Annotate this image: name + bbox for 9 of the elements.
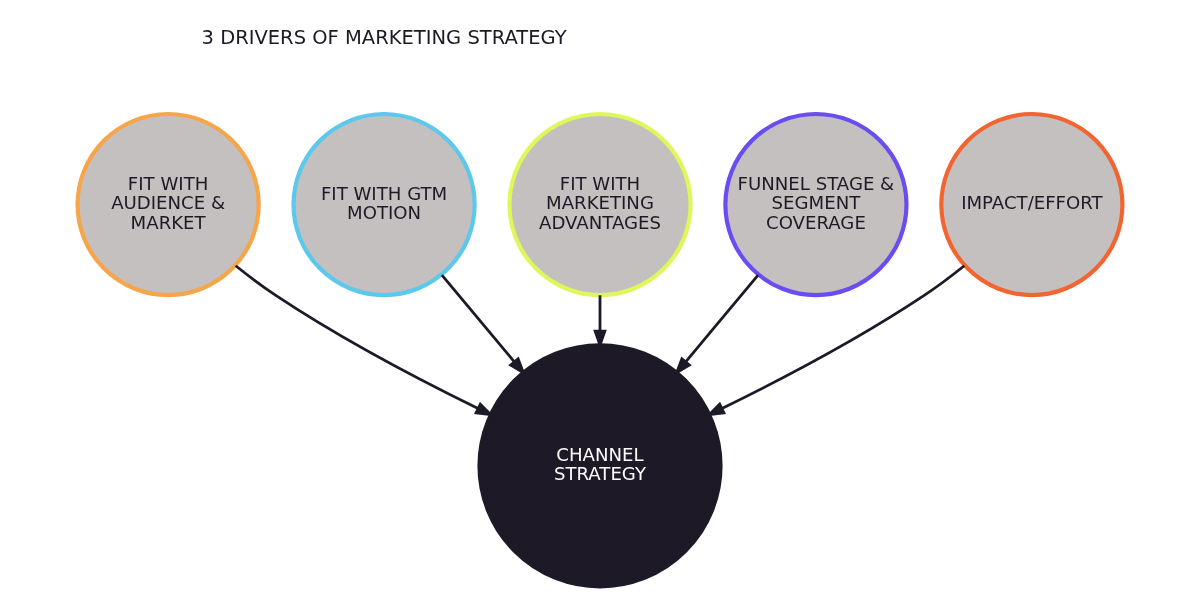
node-circle: CHANNEL STRATEGY (477, 343, 723, 589)
arrow (674, 274, 760, 376)
node-circle: IMPACT/EFFORT (939, 111, 1125, 298)
label: 3 DRIVERS OF MARKETING STRATEGY (201, 25, 567, 49)
node-circle: FIT WITH MARKETING ADVANTAGES (507, 111, 693, 298)
node-circle: FIT WITH AUDIENCE & MARKET (75, 111, 261, 298)
arrow (440, 274, 526, 376)
node-circle: FUNNEL STAGE & SEGMENT COVERAGE (723, 111, 909, 298)
node-circle: FIT WITH GTM MOTION (291, 111, 477, 298)
